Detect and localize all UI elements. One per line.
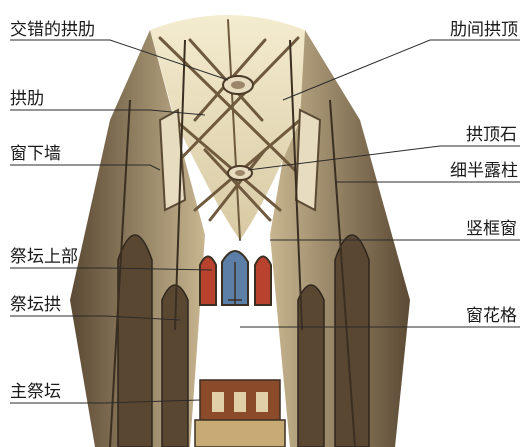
label-altar-arch: 祭坛拱 bbox=[10, 295, 61, 315]
label-mullion-window: 竖框窗 bbox=[466, 219, 517, 239]
label-rib: 拱肋 bbox=[10, 89, 44, 109]
keystones bbox=[222, 75, 254, 181]
label-tracery: 窗花格 bbox=[466, 306, 517, 326]
label-colonnette: 细半露柱 bbox=[450, 161, 518, 181]
leader-lines bbox=[10, 39, 520, 404]
apse-windows bbox=[199, 250, 272, 306]
label-window-wall: 窗下墙 bbox=[10, 144, 61, 164]
main-altar bbox=[194, 379, 286, 447]
label-panel: 肋间拱顶 bbox=[450, 20, 518, 40]
colonnettes bbox=[109, 39, 356, 447]
label-interlaced-ribs: 交错的拱肋 bbox=[10, 20, 95, 40]
label-main-altar: 主祭坛 bbox=[10, 382, 61, 402]
upper-windows bbox=[158, 108, 322, 212]
label-reredos-upper: 祭坛上部 bbox=[10, 247, 78, 267]
label-keystone: 拱顶石 bbox=[466, 125, 517, 145]
